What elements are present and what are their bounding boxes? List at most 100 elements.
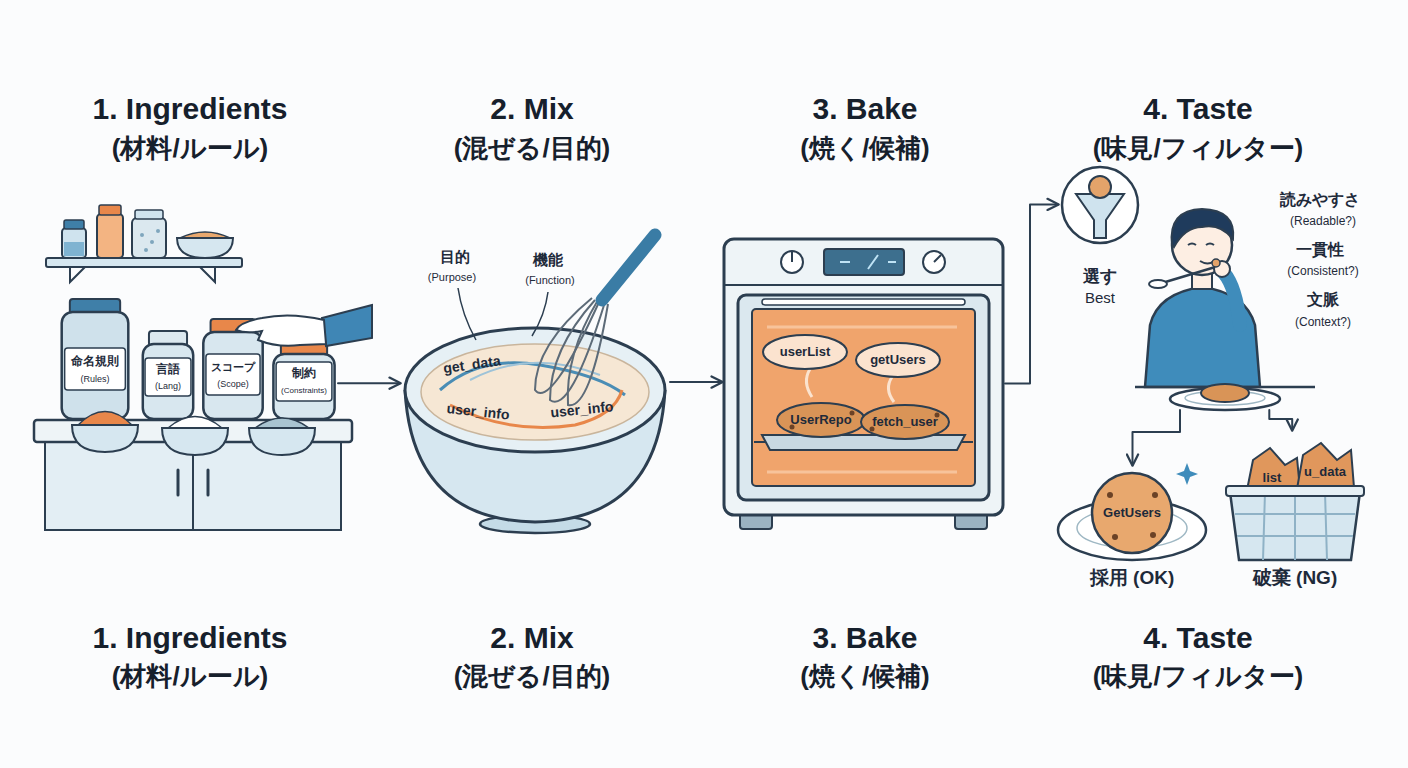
- mixing-bowl-text: 目的: [440, 249, 470, 266]
- accepted-plate-outline-part: [1092, 473, 1172, 553]
- filter-funnel-text: 選す: [1083, 268, 1117, 287]
- flow-arrow: [670, 381, 722, 383]
- spice-shelf-part: [64, 220, 84, 229]
- ingredient-jar-outline-part: [203, 332, 262, 419]
- kitchen-counter-part: [207, 470, 210, 495]
- oven-outline-part: [781, 251, 803, 273]
- accepted-plate: GetUsers 採用 (OK): [1055, 465, 1210, 595]
- stage-title: 2. Mix: [490, 92, 573, 125]
- mixing-bowl-outline-part: [602, 235, 655, 300]
- oven-outline-part: [824, 249, 904, 275]
- oven-text: userList: [780, 345, 831, 359]
- ingredient-jar-text: 制約: [292, 367, 316, 380]
- oven-outline-part: [856, 343, 940, 377]
- ingredient-jar-text: (Lang): [155, 382, 181, 392]
- stage-title: 1. Ingredients: [92, 92, 287, 125]
- accepted-plate-text: GetUsers: [1103, 506, 1161, 520]
- filter-funnel-outline-part: [1089, 176, 1111, 198]
- flow-arrow: [1269, 410, 1292, 430]
- ingredient-jar-outline-part: [273, 354, 334, 419]
- ingredient-jar-text: スコープ: [211, 361, 255, 373]
- ingredient-bowls-part: [162, 428, 228, 455]
- stage-subtitle: (味見/フィルター): [1093, 662, 1304, 691]
- accepted-plate-text: 採用 (OK): [1090, 568, 1174, 589]
- spice-shelf-part: [70, 267, 215, 282]
- spice-shelf-part: [177, 238, 233, 258]
- oven-outline-part: [762, 435, 965, 450]
- accepted-plate-outline-part: [1150, 532, 1156, 538]
- oven-outline-part: [724, 239, 1003, 515]
- rejected-basket-outline-part: [1235, 492, 1355, 560]
- spice-shelf: [46, 205, 242, 282]
- mixing-bowl-text: 機能: [533, 252, 563, 269]
- kitchen-counter-part: [45, 442, 341, 530]
- taster-outline-part: [1149, 280, 1167, 288]
- ingredient-jar-text: (Scope): [217, 380, 249, 390]
- reaching-hand-part: [322, 305, 372, 346]
- mixing-bowl-text: (Function): [525, 274, 575, 286]
- taster-outline-part: [1201, 384, 1249, 402]
- stage-title: 3. Bake: [812, 621, 917, 654]
- ingredient-jar-outline-part: [62, 312, 129, 419]
- oven-outline-part: [762, 299, 965, 305]
- spice-shelf-part: [99, 205, 121, 215]
- stage-subtitle: (焼く/候補): [800, 134, 930, 163]
- oven-outline-part: [752, 309, 975, 486]
- oven-outline-part: [934, 255, 941, 262]
- taster-outline-part: [1224, 273, 1240, 325]
- mixing-bowl-outline-part: [421, 344, 649, 440]
- accepted-plate-outline-part: [1176, 463, 1198, 485]
- oven-outline-part: [724, 284, 1003, 286]
- mixing-bowl-outline-part: [458, 288, 476, 340]
- filter-funnel: 選す Best: [1058, 160, 1142, 308]
- flow-arrow: [1133, 410, 1181, 465]
- spice-shelf-part: [97, 214, 123, 258]
- spice-shelf-part: [140, 233, 144, 237]
- flow-arrow: [1005, 204, 1058, 383]
- spice-shelf-part: [180, 232, 230, 238]
- taster-text: 文脈: [1307, 291, 1339, 309]
- filter-funnel-text: Best: [1085, 290, 1115, 307]
- stage-subtitle: (混ぜる/目的): [454, 662, 611, 691]
- oven-text: UserRepo: [790, 413, 851, 427]
- ingredient-jar-outline-part: [65, 348, 126, 390]
- taster-text: 読みやすさ: [1280, 191, 1360, 209]
- rejected-basket-text: list: [1263, 471, 1282, 485]
- taster-outline-part: [1212, 259, 1220, 267]
- oven-outline-part: [777, 403, 865, 437]
- mixing-bowl: 目的(Purpose)機能(Function)get_datauser_info…: [400, 240, 670, 530]
- taster-text: (Readable?): [1290, 215, 1356, 228]
- filter-funnel-outline-part: [1076, 194, 1124, 238]
- ingredient-bowls-part: [249, 428, 315, 455]
- mixing-bowl-outline-part: [535, 298, 608, 405]
- taster-text: (Context?): [1295, 316, 1351, 329]
- stage-subtitle: (材料/ルール): [112, 662, 269, 691]
- taster-outline-part: [1162, 265, 1222, 283]
- mixing-bowl-outline-part-part: [550, 300, 605, 402]
- ingredient-jar: 制約 (Constraints): [270, 340, 338, 420]
- spice-shelf-part: [64, 242, 84, 256]
- accepted-plate-outline-part: [1112, 534, 1118, 540]
- mixing-bowl-text: (Purpose): [428, 271, 476, 283]
- ingredient-jar-text: (Constraints): [281, 387, 327, 396]
- spice-shelf-part: [150, 240, 154, 244]
- spice-shelf-part: [135, 210, 163, 219]
- stage-subtitle: (焼く/候補): [800, 662, 930, 691]
- rejected-basket-outline-part: [1226, 486, 1364, 496]
- stage-title: 3. Bake: [812, 92, 917, 125]
- filter-funnel-outline-part: [1062, 167, 1138, 243]
- spice-shelf-part: [46, 258, 242, 267]
- stage-title: 4. Taste: [1143, 92, 1253, 125]
- mixing-bowl-outline-part-part: [535, 298, 600, 393]
- rejected-basket: listu_data破棄 (NG): [1225, 430, 1365, 598]
- stage-title: 1. Ingredients: [92, 621, 287, 654]
- spice-shelf-part: [156, 229, 160, 233]
- kitchen-counter-part: [177, 470, 180, 495]
- taster: 読みやすさ(Readable?)一貫性(Consistent?)文脈(Conte…: [1140, 165, 1375, 410]
- rejected-basket-text: u_data: [1304, 465, 1346, 479]
- ingredient-jar-outline-part: [145, 358, 191, 396]
- stage-title: 4. Taste: [1143, 621, 1253, 654]
- taster-outline-part: [1188, 244, 1214, 246]
- accepted-plate-outline-part: [1152, 492, 1158, 498]
